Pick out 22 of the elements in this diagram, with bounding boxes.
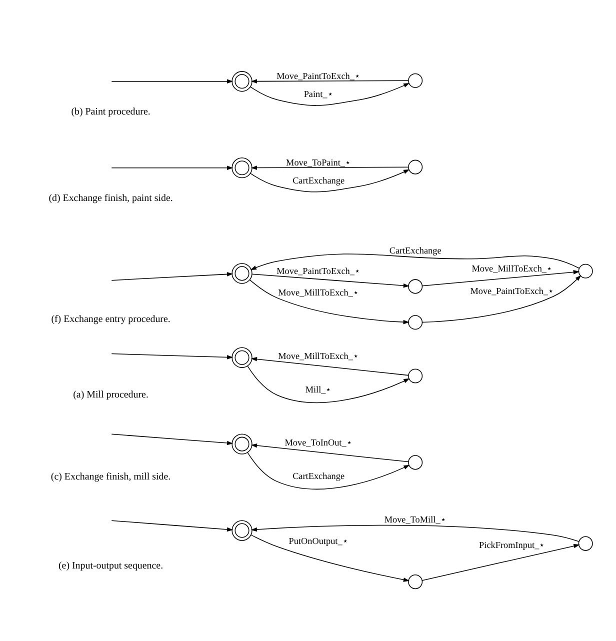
edge-label: Mill_⋆ xyxy=(305,384,332,395)
label: (f) Exchange entry procedure. xyxy=(51,314,170,325)
edge-label: Move_ToInOut_⋆ xyxy=(284,437,352,448)
label: (b) Paint procedure. xyxy=(71,106,150,118)
edge-label: Move_MillToExch_⋆ xyxy=(472,264,553,274)
edge-label: Move_MillToExch_⋆ xyxy=(278,350,359,361)
edge-label: Move_PaintToExch_⋆ xyxy=(276,266,360,276)
label: (e) Input-output sequence. xyxy=(58,560,164,572)
edge-label: Move_PaintToExch_⋆ xyxy=(470,286,554,296)
edge-label: Move_ToPaint_⋆ xyxy=(286,157,352,168)
label: (d) Exchange finish, paint side. xyxy=(48,193,173,204)
edge-label: CartExchange xyxy=(292,176,345,186)
edge-label: PickFromInput_⋆ xyxy=(479,540,546,550)
label: (c) Exchange finish, mill side. xyxy=(50,472,171,483)
edge-label: CartExchange xyxy=(389,245,442,256)
label: (a) Mill procedure. xyxy=(73,390,148,401)
edge-label: CartExchange xyxy=(292,470,345,481)
edge-label: Move_MillToExch_⋆ xyxy=(278,287,359,298)
edge-label: PutOnOutput_⋆ xyxy=(288,536,348,546)
edge-label: Paint_⋆ xyxy=(304,89,334,100)
edge-label: Move_PaintToExch_⋆ xyxy=(276,70,360,81)
edge-label: Move_ToMill_⋆ xyxy=(384,514,446,525)
